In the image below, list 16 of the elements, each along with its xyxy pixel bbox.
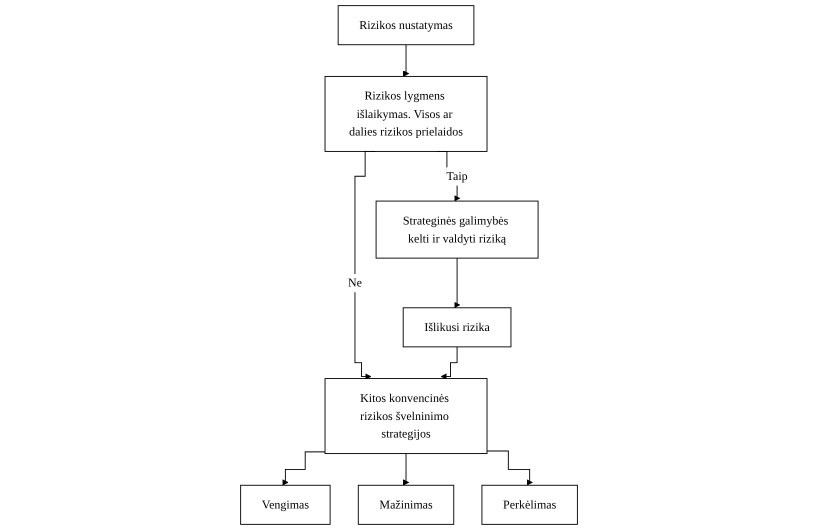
edge-label: Taip [447,169,468,183]
arrow [454,258,461,308]
node-box: Strateginės galimybės kelti ir valdyti riziką [376,200,540,259]
node-box: Perkėlimas [482,484,578,525]
node-box: Kitos konvencinės rizikos švelninimo strategijos [325,378,488,454]
arrow [403,453,410,486]
node-box: Mažinimas [358,484,455,525]
arrow [403,44,410,77]
node-box: Rizikos lygmens išlaikymas. Visos ar dalies rizikos prielaidos [325,76,488,152]
node-box: Išlikusi rizika [403,307,512,348]
arrow [441,346,458,380]
edge-label: Ne [348,276,362,290]
node-box: Vengimas [240,484,332,525]
arrow [487,450,534,486]
node-box: Rizikos nustatymas [338,5,475,46]
arrow [282,451,326,486]
